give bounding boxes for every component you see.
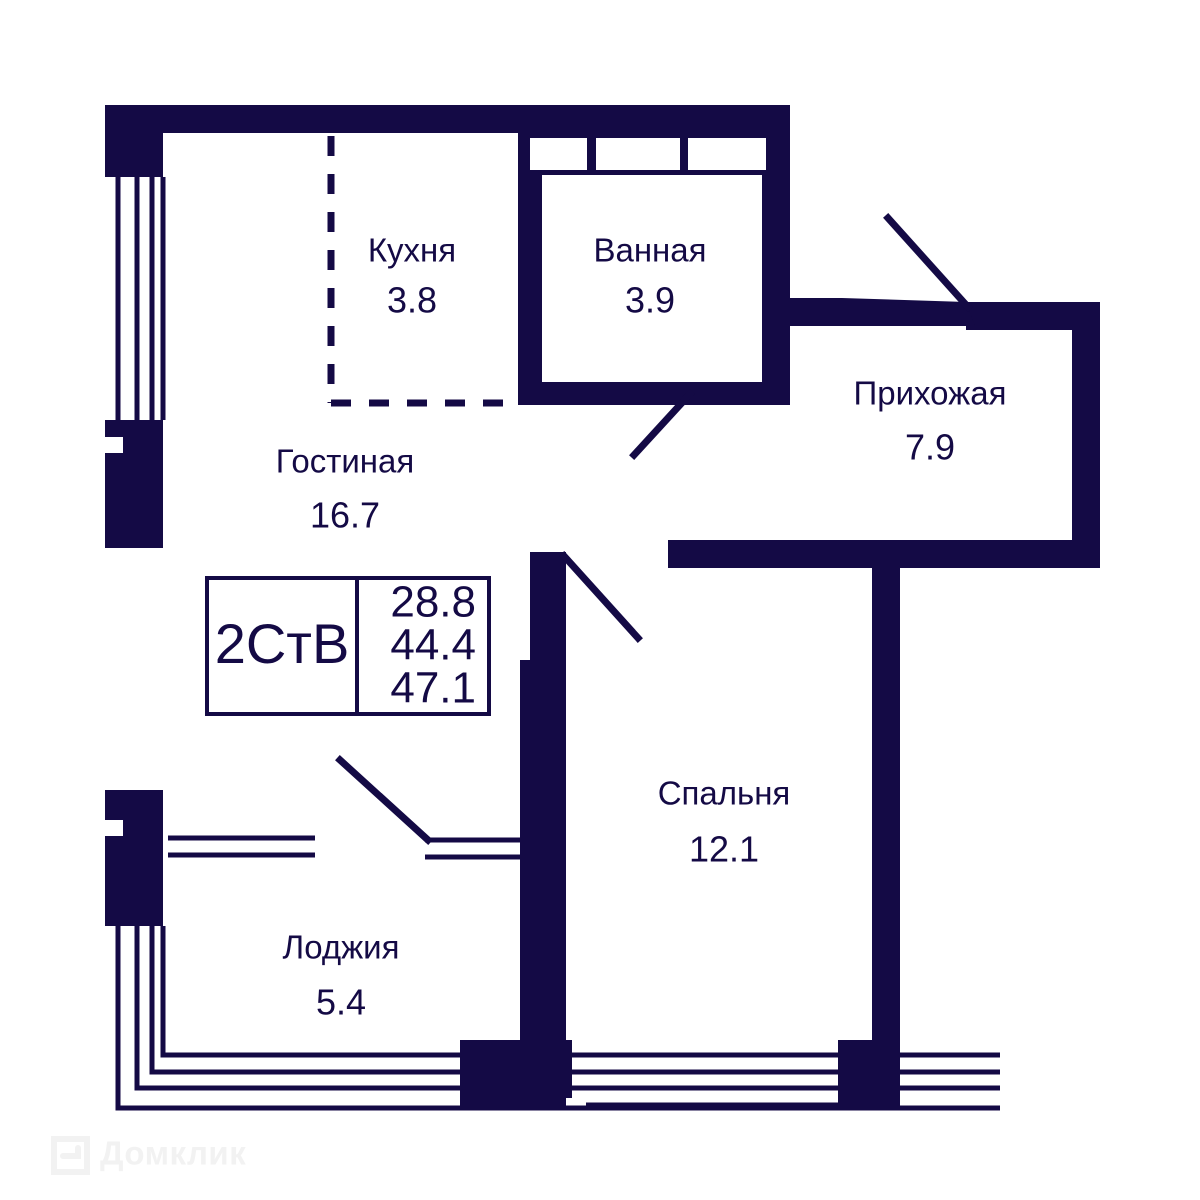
room-area-kitchen: 3.8 — [387, 280, 437, 321]
wall-entry-angled — [842, 298, 975, 326]
wall-bedroom-right — [872, 540, 900, 1060]
room-labels-group: Кухня 3.8 Ванная 3.9 Прихожая 7.9 Гостин… — [276, 232, 1007, 1023]
room-area-bedroom: 12.1 — [689, 829, 759, 870]
room-label-bedroom: Спальня — [658, 775, 791, 812]
wall-central-lower — [520, 852, 566, 1060]
room-label-hallway: Прихожая — [854, 375, 1007, 412]
area-badge: 2СтВ 28.8 44.4 47.1 — [205, 576, 491, 716]
wall-entry-right — [966, 302, 1100, 330]
wall-entry-stub — [790, 298, 842, 326]
kitchen-zone-boundary — [327, 136, 516, 407]
vent-slot-3 — [688, 138, 766, 170]
room-area-hallway: 7.9 — [905, 427, 955, 468]
door-entrance-swing — [883, 213, 973, 312]
vent-slot-2 — [596, 138, 680, 170]
room-area-loggia: 5.4 — [316, 982, 366, 1023]
room-label-bathroom: Ванная — [593, 232, 706, 269]
wall-left-pier-lower-notch — [105, 820, 123, 836]
door-bathroom-swing — [629, 389, 695, 460]
watermark-text: Домклик — [100, 1135, 246, 1172]
window-glazing-group — [115, 177, 1000, 1111]
wall-group — [105, 105, 1100, 1112]
area-badge-total: 47.1 — [390, 664, 476, 713]
domclick-house-icon — [51, 1136, 90, 1175]
area-badge-type: 2СтВ — [215, 612, 350, 675]
wall-left-pier-top — [105, 105, 163, 177]
room-label-kitchen: Кухня — [368, 232, 456, 269]
domclick-house-icon-frame — [51, 1136, 90, 1175]
room-area-livingroom: 16.7 — [310, 495, 380, 536]
domclick-house-icon-arrow — [60, 1145, 81, 1159]
area-badge-frame — [205, 576, 491, 716]
vent-slot-1 — [530, 138, 587, 170]
area-badge-living: 28.8 — [390, 578, 476, 627]
wall-hall-right — [1072, 302, 1100, 568]
room-area-bathroom: 3.9 — [625, 280, 675, 321]
door-swing-group — [335, 213, 973, 845]
wall-central-thick — [520, 660, 566, 860]
wall-bath-left — [518, 133, 542, 405]
wall-left-pier-lower — [105, 790, 163, 926]
wall-bedroom-right-top — [872, 540, 1100, 568]
door-bedroom-swing — [559, 551, 643, 643]
area-badge-usable: 44.4 — [390, 621, 476, 670]
watermark: Домклик — [51, 1135, 246, 1175]
room-label-loggia: Лоджия — [283, 929, 400, 966]
wall-left-pier-middle-notch — [105, 437, 123, 453]
wall-bath-bottom — [518, 382, 698, 405]
wall-bath-bottom-right — [690, 382, 790, 405]
wall-top-exterior — [105, 105, 790, 133]
loggia-partition-group — [168, 835, 522, 860]
room-label-livingroom: Гостиная — [276, 443, 415, 480]
door-loggia-swing — [335, 755, 433, 845]
loggia-glazing-line-1 — [115, 926, 1000, 1111]
